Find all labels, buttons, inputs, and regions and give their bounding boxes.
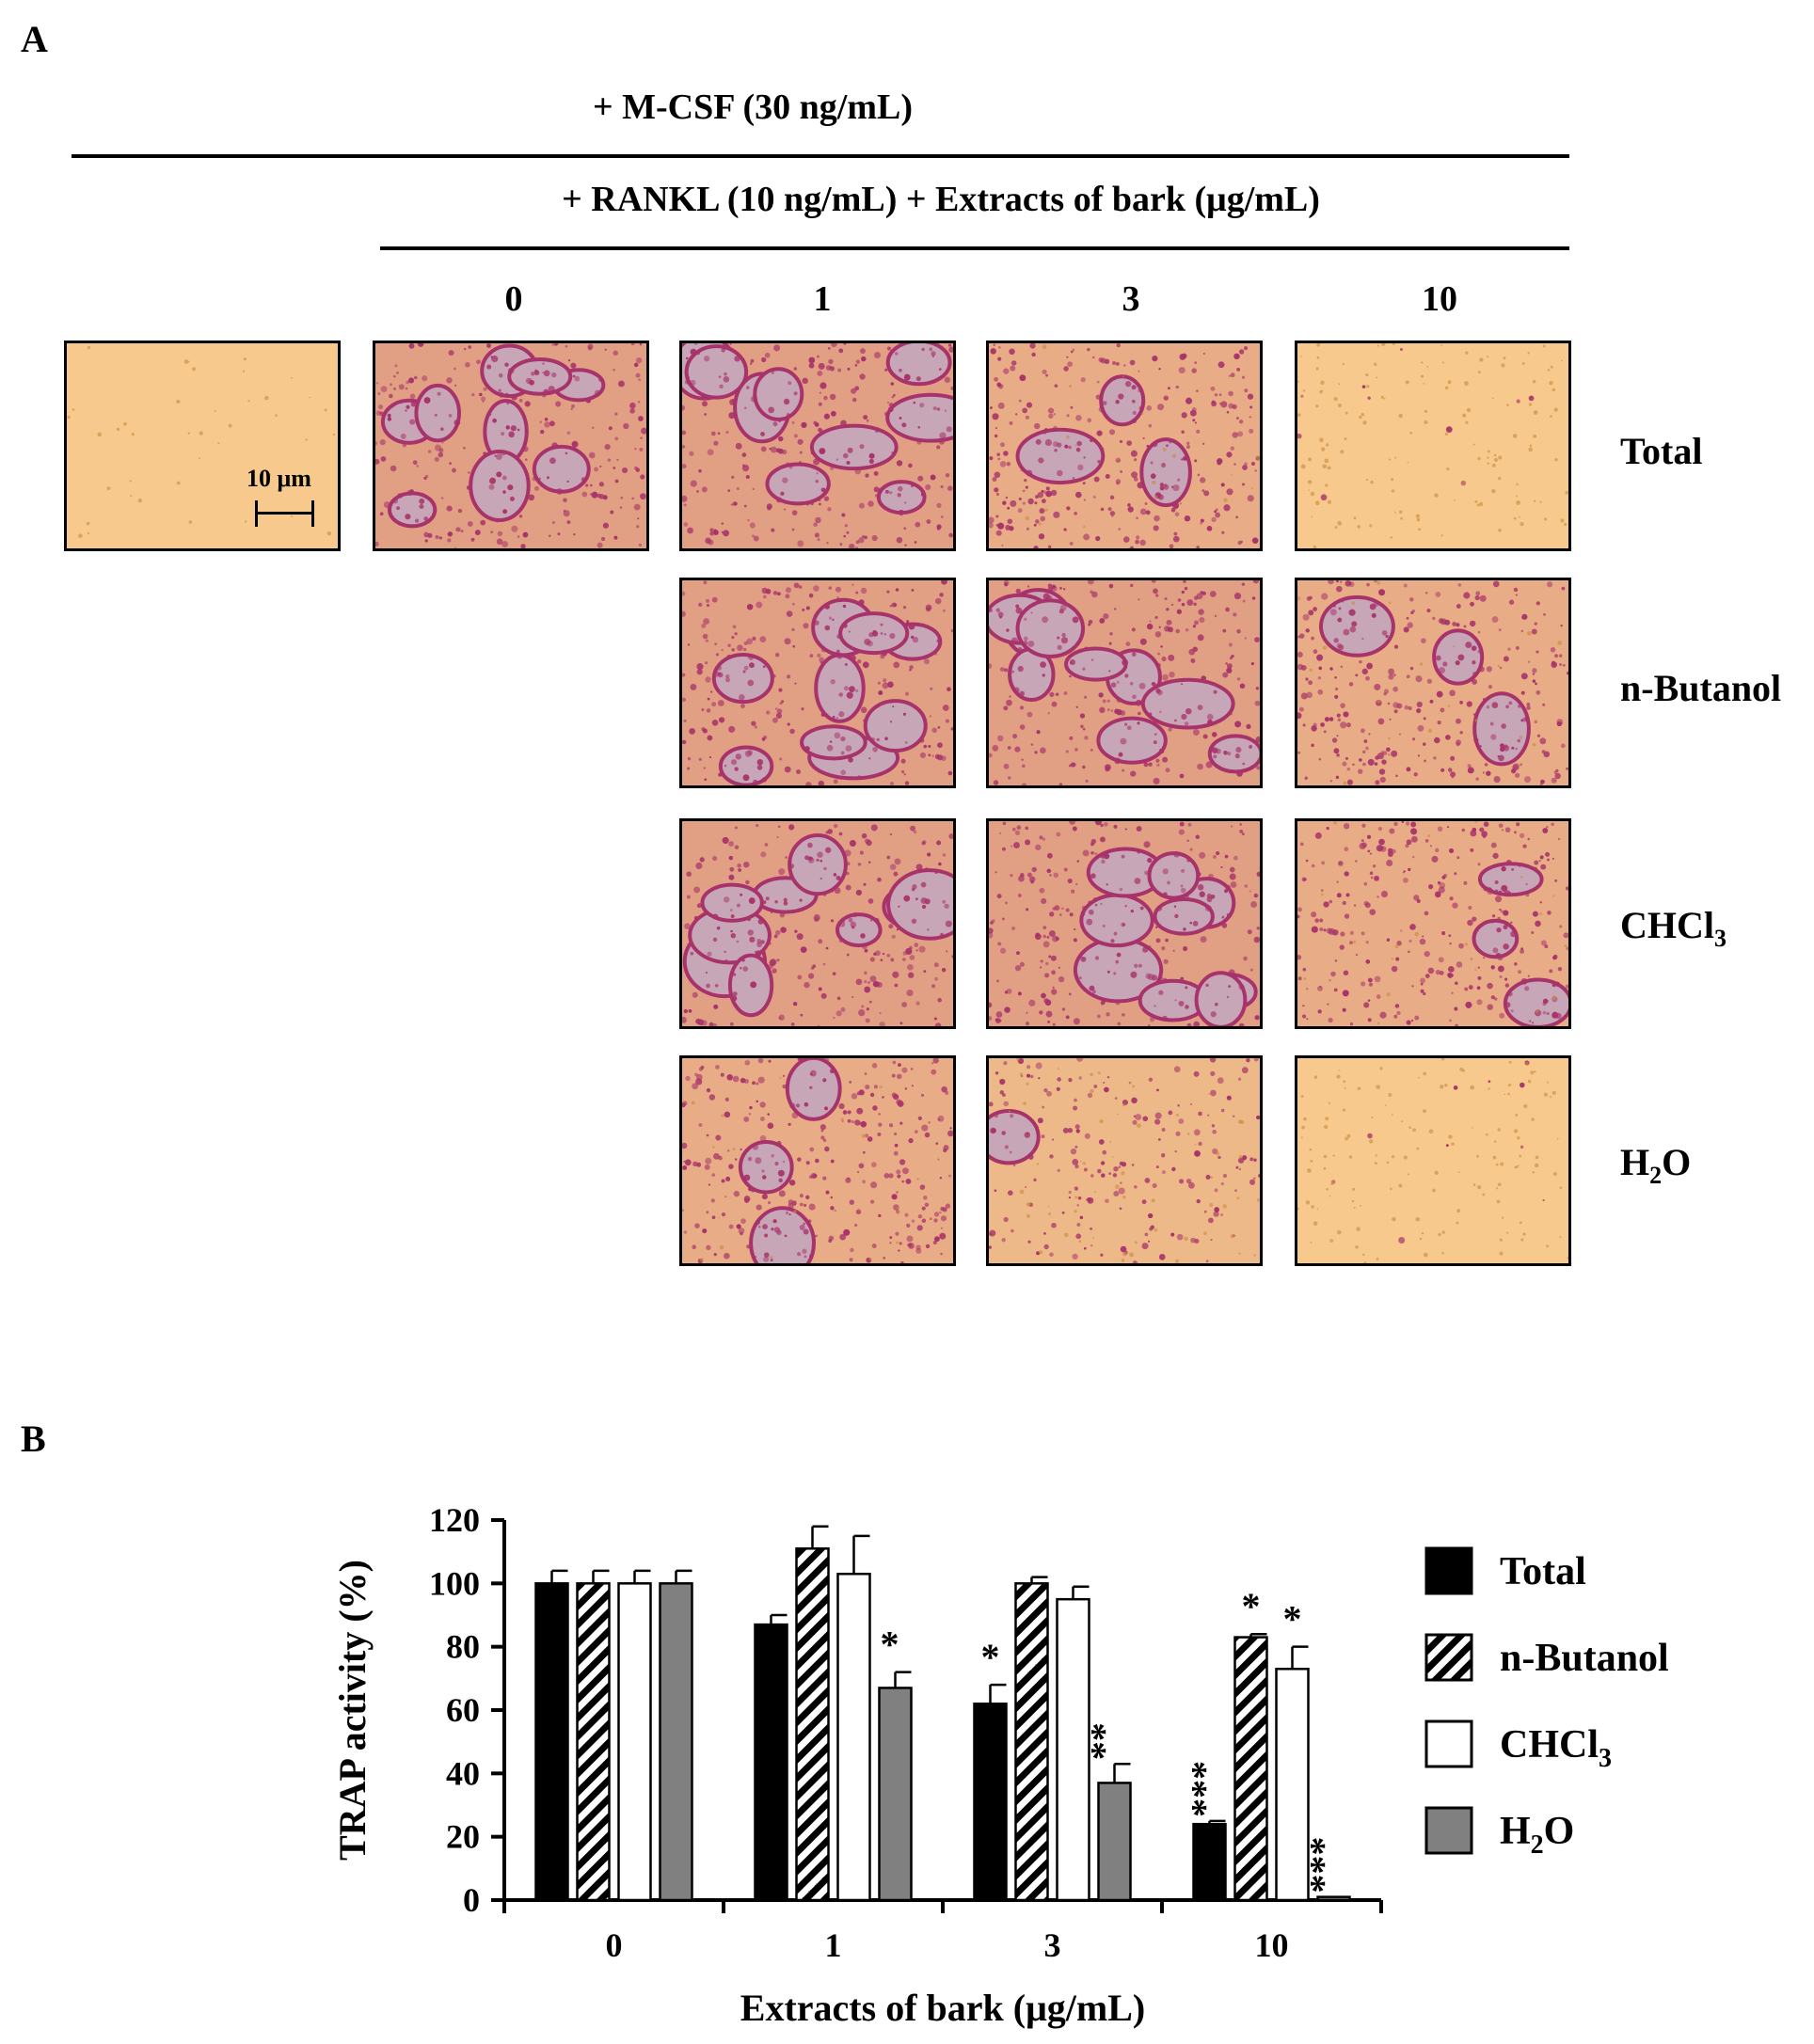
row-label-butanol: n-Butanol (1620, 667, 1782, 709)
micrograph-texture (1297, 343, 1568, 548)
row-label-h2o: H2O (1620, 1140, 1691, 1190)
micrograph-h2o-3 (986, 1055, 1263, 1266)
x-axis-title: Extracts of bark (μg/mL) (740, 1987, 1145, 2029)
panel-b-letter: B (21, 1418, 46, 1460)
bar-H2O-0 (659, 1582, 693, 1902)
significance-H2O-3: ** (1083, 1722, 1125, 1760)
bar-Total-1 (754, 1623, 788, 1902)
bar-Total-0 (534, 1582, 569, 1902)
micrograph-butanol-1 (679, 578, 956, 788)
significance-n-Butanol-10: * (1242, 1585, 1261, 1627)
significance-Total-3: * (981, 1636, 1000, 1678)
row-label-chcl3-text: CHCl (1620, 904, 1714, 946)
y-tick-label-60: 60 (446, 1691, 480, 1729)
y-tick-label-0: 0 (463, 1881, 480, 1919)
micrograph-texture (682, 343, 953, 548)
significance-Total-10: *** (1184, 1761, 1226, 1817)
micrograph-butanol-10 (1295, 578, 1571, 788)
micrograph-texture (989, 1058, 1260, 1263)
bar-Total-3 (973, 1703, 1008, 1902)
legend-label-3: H2O (1500, 1810, 1574, 1860)
micrograph-chcl3-1 (679, 818, 956, 1029)
micrograph-control (64, 341, 341, 551)
bar-H2O-10 (1316, 1895, 1351, 1902)
bar-n-Butanol-0 (576, 1582, 611, 1902)
micrograph-h2o-1 (679, 1055, 956, 1266)
bar-H2O-3 (1097, 1782, 1132, 1902)
scale-bar-label: 10 μm (247, 465, 311, 492)
micrograph-texture (375, 343, 646, 548)
y-tick-label-80: 80 (446, 1628, 480, 1666)
micrograph-texture (1297, 821, 1568, 1026)
significance-H2O-10: *** (1302, 1837, 1345, 1893)
dose-label-0: 0 (504, 279, 523, 319)
legend-label-2: CHCl3 (1500, 1723, 1612, 1773)
row-label-chcl3: CHCl3 (1620, 903, 1726, 953)
bar-n-Butanol-3 (1014, 1582, 1049, 1902)
row-label-h2o-h: H (1620, 1141, 1650, 1183)
dose-label-3: 3 (1122, 279, 1140, 319)
micrograph-butanol-3 (986, 578, 1263, 788)
legend-swatch-1 (1424, 1633, 1473, 1682)
micrograph-total-0 (373, 341, 649, 551)
y-tick-label-100: 100 (429, 1564, 480, 1602)
micrograph-texture (682, 1058, 953, 1263)
micrograph-total-1 (679, 341, 956, 551)
bar-CHCl3-10 (1275, 1667, 1310, 1902)
dose-label-1: 1 (813, 279, 832, 319)
dose-label-10: 10 (1422, 279, 1457, 319)
legend-swatch-3 (1424, 1806, 1473, 1855)
significance-CHCl3-10: * (1283, 1598, 1302, 1640)
micrograph-total-10 (1295, 341, 1571, 551)
row-label-h2o-o: O (1662, 1141, 1692, 1183)
micrograph-texture (989, 343, 1260, 548)
row-label-h2o-sub: 2 (1649, 1162, 1663, 1189)
micrograph-texture (67, 343, 338, 548)
header-rankl-rule (380, 246, 1569, 250)
micrograph-texture (989, 821, 1260, 1026)
legend-swatch-2 (1424, 1719, 1473, 1768)
header-mcsf: + M-CSF (30 ng/mL) (592, 87, 914, 127)
x-tick-label-1: 1 (825, 1926, 842, 1964)
micrograph-texture (682, 821, 953, 1026)
micrograph-texture (1297, 1058, 1568, 1263)
micrograph-texture (1297, 580, 1568, 785)
y-tick-label-120: 120 (429, 1501, 480, 1539)
scale-bar-left-cap (255, 500, 258, 527)
micrograph-chcl3-10 (1295, 818, 1571, 1029)
header-rankl: + RANKL (10 ng/mL) + Extracts of bark (μ… (562, 180, 1320, 219)
micrograph-chcl3-3 (986, 818, 1263, 1029)
bar-CHCl3-1 (836, 1572, 871, 1902)
bar-H2O-1 (878, 1687, 913, 1902)
bar-CHCl3-3 (1056, 1597, 1090, 1902)
x-tick-label-3: 3 (1044, 1926, 1061, 1964)
y-axis-title: TRAP activity (%) (331, 1560, 374, 1861)
legend-label-0: Total (1500, 1550, 1586, 1593)
micrograph-total-3 (986, 341, 1263, 551)
significance-H2O-1: * (881, 1624, 899, 1666)
header-mcsf-rule (72, 154, 1569, 158)
scale-bar (256, 512, 312, 515)
micrograph-texture (989, 580, 1260, 785)
row-label-chcl3-sub: 3 (1714, 925, 1726, 952)
scale-bar-right-cap (311, 500, 314, 527)
x-tick-label-10: 10 (1255, 1926, 1289, 1964)
x-tick-label-0: 0 (606, 1926, 623, 1964)
legend-label-1: n-Butanol (1500, 1637, 1669, 1680)
y-tick-label-40: 40 (446, 1754, 480, 1792)
bar-Total-10 (1192, 1822, 1227, 1902)
legend-swatch-0 (1424, 1546, 1473, 1595)
micrograph-h2o-10 (1295, 1055, 1571, 1266)
micrograph-texture (682, 580, 953, 785)
row-label-total: Total (1620, 430, 1703, 472)
bar-n-Butanol-1 (795, 1547, 830, 1902)
y-tick-label-20: 20 (446, 1818, 480, 1856)
panel-a-letter: A (21, 18, 48, 60)
bar-n-Butanol-10 (1233, 1636, 1268, 1902)
bar-CHCl3-0 (617, 1582, 652, 1902)
